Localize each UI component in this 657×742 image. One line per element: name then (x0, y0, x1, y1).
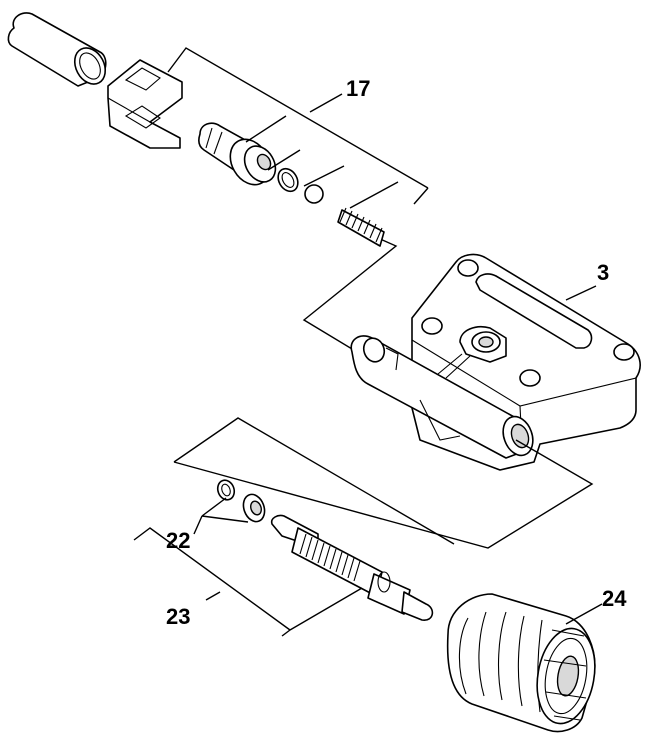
control-knob (446, 593, 596, 733)
nozzle-insert (270, 514, 434, 621)
leader-22 (193, 497, 249, 535)
leader-24 (565, 603, 603, 625)
o-ring-22 (216, 479, 236, 501)
hose-tube (7, 12, 107, 87)
leader-17 (245, 93, 399, 209)
callout-3: 3 (597, 260, 609, 285)
leader-3 (565, 285, 597, 301)
o-ring-17 (277, 167, 299, 193)
callout-17: 17 (346, 76, 370, 101)
spring (337, 207, 385, 247)
group-17-bracket (167, 47, 429, 391)
valve-nipple (198, 122, 277, 186)
pump-housing (350, 253, 641, 471)
leader-23 (133, 527, 363, 637)
lower-group-bracket (173, 417, 594, 549)
callout-24: 24 (602, 586, 627, 611)
clip-bracket (107, 59, 183, 149)
washer-22 (242, 493, 266, 523)
callout-23: 23 (166, 604, 190, 629)
ball (304, 184, 324, 204)
